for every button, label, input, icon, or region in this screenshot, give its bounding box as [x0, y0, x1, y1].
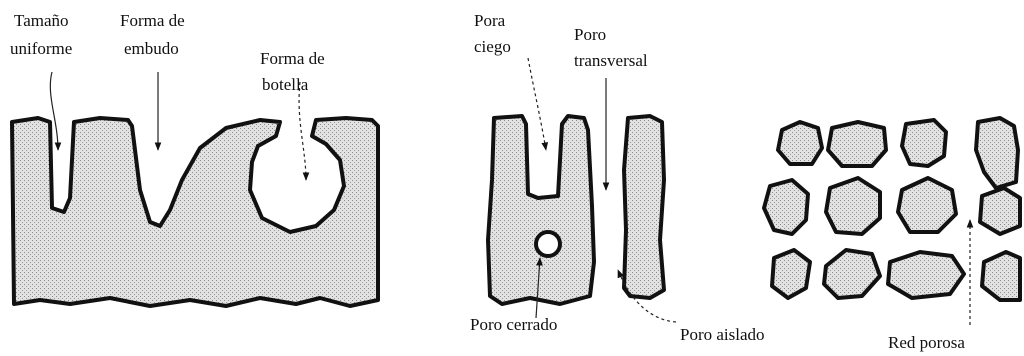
- label-blind-pore-line2: ciego: [474, 37, 511, 56]
- grain-particle: [982, 252, 1020, 300]
- label-bottle-line1: Forma de: [260, 49, 325, 68]
- grain-particle: [888, 252, 964, 298]
- arrow-blind-pore: [528, 58, 546, 150]
- closed-pore-cavity: [536, 232, 560, 256]
- grain-particle: [824, 250, 880, 298]
- label-funnel-line2: embudo: [124, 39, 179, 58]
- grain-particle: [826, 178, 880, 234]
- grain-particle: [772, 250, 810, 298]
- label-isolated-pore: Poro aislado: [680, 325, 765, 344]
- grain-particle: [828, 122, 886, 166]
- porous-network-grains: [764, 118, 1020, 300]
- porous-solid-u-block: [488, 116, 594, 304]
- grain-particle: [778, 122, 822, 164]
- grain-particle: [976, 118, 1018, 188]
- label-uniform-size-line1: Tamaño: [14, 11, 69, 30]
- porous-solid-left: [12, 118, 378, 306]
- grain-particle: [898, 178, 956, 232]
- grain-particle: [764, 180, 808, 234]
- grain-particle: [980, 188, 1020, 234]
- label-closed-pore: Poro cerrado: [470, 315, 557, 334]
- label-bottle-line2: botella: [262, 75, 309, 94]
- label-transversal-pore-line2: transversal: [574, 51, 648, 70]
- porous-solid-bar: [624, 116, 664, 298]
- arrow-bottle: [299, 82, 306, 180]
- label-uniform-size-line2: uniforme: [10, 39, 72, 58]
- label-funnel-line1: Forma de: [120, 11, 185, 30]
- label-transversal-pore-line1: Poro: [574, 25, 606, 44]
- grain-particle: [902, 120, 946, 166]
- label-porous-network: Red porosa: [888, 333, 965, 352]
- label-blind-pore-line1: Pora: [474, 11, 506, 30]
